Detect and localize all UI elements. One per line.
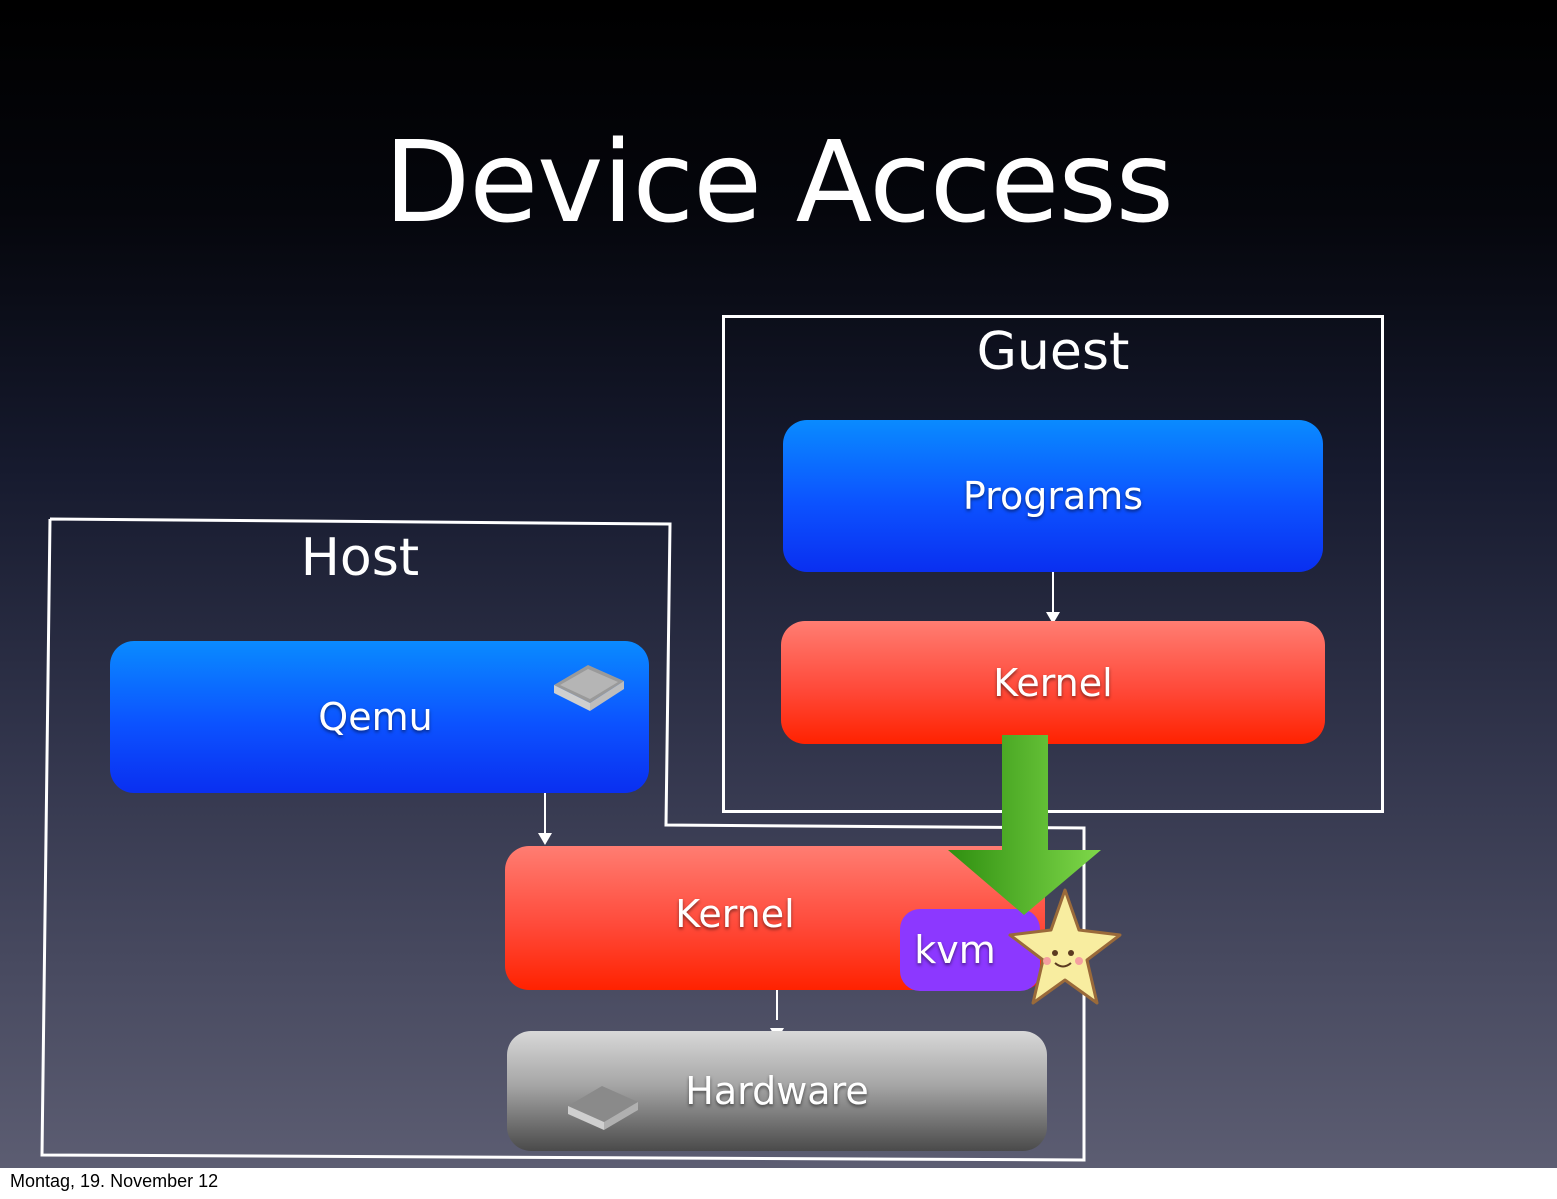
host-label: Host — [300, 528, 420, 588]
slide-title: Device Access — [383, 118, 1174, 248]
kvm-box: kvm — [900, 909, 1040, 991]
host-frame — [0, 0, 1557, 1168]
guest-label: Guest — [976, 322, 1130, 382]
footer-date: Montag, 19. November 12 — [10, 1171, 219, 1191]
guest-kernel-box: Kernel — [781, 621, 1325, 744]
guest-frame — [722, 315, 1384, 813]
star-icon — [1008, 888, 1122, 1005]
arrow-qemu-to-kernel — [544, 793, 546, 833]
slide: Device Access Guest Host Programs Kernel… — [0, 0, 1557, 1168]
hardware-label: Hardware — [685, 1069, 869, 1113]
arrow-programs-to-kernel — [1052, 572, 1054, 612]
programs-box: Programs — [783, 420, 1323, 572]
green-down-arrow — [948, 735, 1101, 915]
kvm-label: kvm — [914, 928, 996, 972]
chip-icon — [568, 1086, 638, 1130]
arrow-head — [538, 833, 552, 845]
qemu-box: Qemu — [110, 641, 649, 793]
guest-kernel-label: Kernel — [993, 660, 1113, 705]
footer-bar — [0, 1168, 1557, 1199]
chip-icon — [554, 665, 624, 711]
programs-label: Programs — [962, 474, 1144, 518]
host-kernel-label: Kernel — [675, 892, 795, 936]
arrow-kernel-to-hardware — [776, 990, 778, 1020]
hardware-box: Hardware — [507, 1031, 1047, 1151]
qemu-label: Qemu — [318, 695, 433, 739]
